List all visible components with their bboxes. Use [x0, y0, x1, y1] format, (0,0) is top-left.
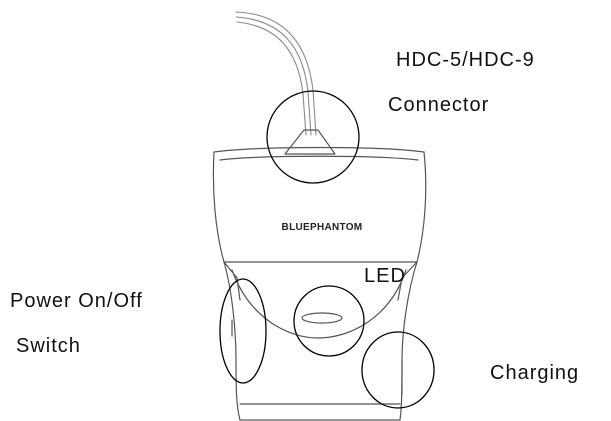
- device-body: [223, 261, 418, 421]
- connector-strain-relief: [284, 129, 336, 155]
- device-side-seam-right: [397, 261, 418, 301]
- charging-label: Charging: [490, 362, 579, 384]
- led-label: LED: [364, 265, 406, 287]
- power-switch-callout-circle: [219, 278, 267, 384]
- device-head-inner-edge: [219, 155, 419, 161]
- connector-label-line2: Connector: [388, 94, 489, 116]
- brand-label: BLUEPHANTOM: [282, 222, 363, 233]
- led-callout-circle: [293, 285, 365, 357]
- device-grip-curve: [231, 269, 407, 339]
- power-switch-label-line2: Switch: [16, 335, 81, 357]
- led-slot: [301, 312, 343, 324]
- charging-callout-circle: [361, 331, 435, 409]
- device-side-seam-left: [223, 261, 241, 301]
- connector-callout-circle: [266, 90, 360, 184]
- connector-label-line1: HDC-5/HDC-9: [396, 49, 535, 71]
- device-head: [212, 146, 427, 263]
- power-switch-label-line1: Power On/Off: [10, 290, 143, 312]
- cable: [235, 11, 317, 136]
